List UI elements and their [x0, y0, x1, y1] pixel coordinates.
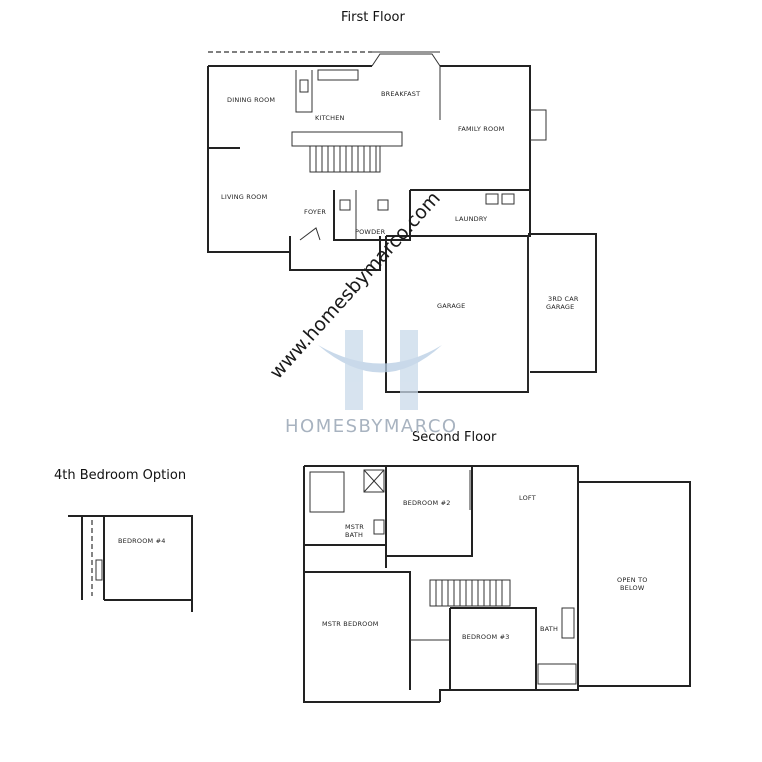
room-label-bedroom-3: BEDROOM #3 — [462, 633, 510, 641]
room-label-kitchen: KITCHEN — [315, 114, 345, 122]
room-label-bedroom-2: BEDROOM #2 — [403, 499, 451, 507]
room-label-mstr-bath-2: BATH — [345, 531, 363, 539]
room-label-open-to-below-2: BELOW — [620, 584, 645, 592]
fourth-bedroom-option-plan — [68, 515, 193, 612]
room-label-mstr-bath: MSTR — [345, 523, 364, 531]
fourth-bedroom-option-heading: 4th Bedroom Option — [54, 468, 187, 483]
room-label-powder: POWDER — [355, 228, 386, 236]
room-label-third-car-garage: GARAGE — [546, 303, 574, 311]
room-label-garage: GARAGE — [437, 302, 465, 310]
room-label-breakfast: BREAKFAST — [381, 90, 420, 98]
room-label-bedroom-4: BEDROOM #4 — [118, 537, 166, 545]
room-label-laundry: LAUNDRY — [455, 215, 487, 223]
room-label-foyer: FOYER — [304, 208, 326, 216]
room-label-bath: BATH — [540, 625, 558, 633]
room-label-dining-room: DINING ROOM — [227, 96, 275, 104]
first-floor-plan — [207, 51, 597, 393]
first-floor-heading: First Floor — [341, 10, 405, 25]
second-floor-plan — [303, 465, 691, 703]
room-label-living-room: LIVING ROOM — [221, 193, 267, 201]
second-floor-heading: Second Floor — [412, 430, 497, 445]
room-label-third-car: 3RD CAR — [548, 295, 579, 303]
watermark-brand-text: HOMESBYMARCO — [285, 416, 458, 437]
room-label-mstr-bedroom: MSTR BEDROOM — [322, 620, 379, 628]
room-label-loft: LOFT — [519, 494, 536, 502]
room-label-family-room: FAMILY ROOM — [458, 125, 504, 133]
room-label-open-to-below: OPEN TO — [617, 576, 648, 584]
homesbymarco-logo-icon — [318, 330, 442, 410]
